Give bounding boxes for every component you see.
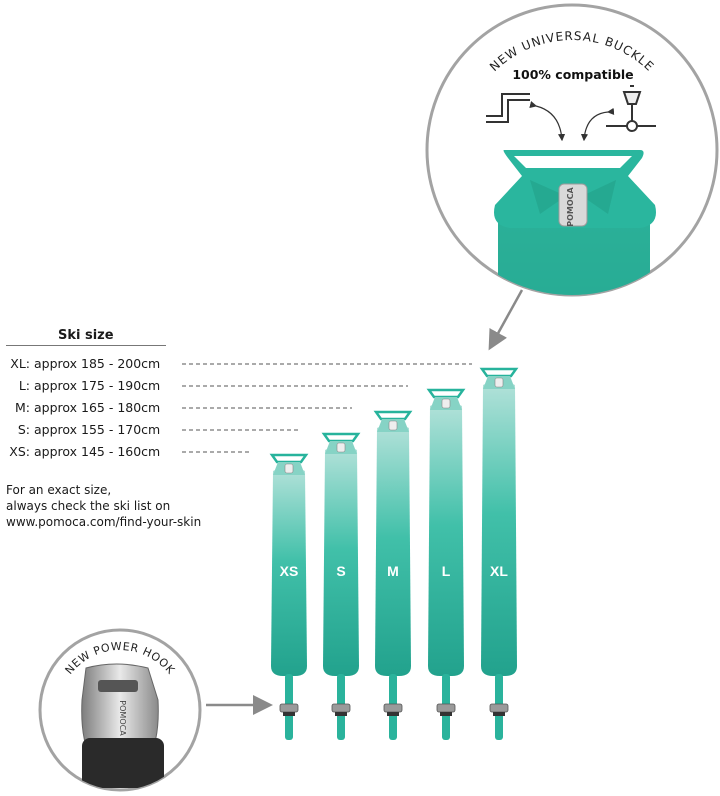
size-leader-lines xyxy=(182,363,472,453)
skin-tail-hook xyxy=(279,703,299,713)
hook-logo-text: POMOCA xyxy=(118,700,127,736)
skin-tip-logo xyxy=(388,420,398,431)
size-code: M: xyxy=(15,400,30,415)
skin-tip-logo xyxy=(284,463,294,474)
size-row-l: L: approx 175 - 190cm xyxy=(4,377,160,395)
note-link[interactable]: www.pomoca.com/find-your-skin xyxy=(6,515,202,529)
buckle-pointer-arrow xyxy=(488,289,524,351)
skin-body xyxy=(271,467,307,676)
compatibility-label: 100% compatible xyxy=(512,67,633,82)
size-code: XL: xyxy=(10,356,30,371)
skin-s: S xyxy=(321,432,361,740)
size-code: XS: xyxy=(9,444,30,459)
skin-tip-buckle xyxy=(269,453,309,464)
size-range: approx 185 - 200cm xyxy=(33,356,161,371)
ski-size-title: Ski size xyxy=(58,328,114,343)
size-row-m: M: approx 165 - 180cm xyxy=(4,399,160,417)
size-row-xs: XS: approx 145 - 160cm xyxy=(4,443,160,461)
buckle-logo-text: POMOCA xyxy=(566,186,575,226)
size-code: L: xyxy=(18,378,30,393)
skin-tip-buckle xyxy=(426,388,466,399)
skin-tail-hook xyxy=(331,703,351,713)
hook-black-strap xyxy=(82,738,164,788)
size-code: S: xyxy=(17,422,30,437)
buckle-logo-badge: POMOCA xyxy=(558,183,588,227)
size-row-xl: XL: approx 185 - 200cm xyxy=(4,355,160,373)
skin-size-label: M xyxy=(387,563,399,579)
skin-tail-hook xyxy=(383,703,403,713)
skin-size-label: S xyxy=(336,563,345,579)
size-row-s: S: approx 155 - 170cm xyxy=(4,421,160,439)
skin-m: M xyxy=(373,410,413,740)
tail-hook-profile-icon xyxy=(606,85,656,132)
skin-tip-logo xyxy=(441,398,451,409)
sizing-note: For an exact size, always check the ski … xyxy=(6,482,201,530)
skin-tail-hook xyxy=(489,703,509,713)
ski-tip-profile-icon xyxy=(486,93,530,123)
skin-l: L xyxy=(426,388,466,740)
skin-body xyxy=(323,446,359,676)
skin-size-label: L xyxy=(442,563,451,579)
buckle-detail-circle: POMOCA NEW UNIVERSAL BUCKLE 100% compati… xyxy=(425,3,719,297)
note-line: always check the ski list on xyxy=(6,499,171,513)
ski-size-rule xyxy=(6,345,166,346)
skin-tip-buckle xyxy=(479,367,519,378)
hook-detail-circle: POMOCA NEW POWER HOOK xyxy=(38,628,202,792)
skin-body xyxy=(481,381,517,676)
skin-tip-buckle xyxy=(321,432,361,443)
size-range: approx 175 - 190cm xyxy=(33,378,161,393)
skin-body xyxy=(428,402,464,676)
skin-xl: XL xyxy=(479,367,519,740)
skins-group: XS S M L XL xyxy=(269,367,519,740)
skin-tip-logo xyxy=(336,442,346,453)
skin-body xyxy=(375,424,411,676)
skin-size-label: XL xyxy=(490,563,508,579)
size-range: approx 155 - 170cm xyxy=(33,422,161,437)
size-range: approx 145 - 160cm xyxy=(33,444,161,459)
skin-tip-buckle xyxy=(373,410,413,421)
size-range: approx 165 - 180cm xyxy=(33,400,161,415)
note-line: For an exact size, xyxy=(6,483,112,497)
skin-xs: XS xyxy=(269,453,309,740)
skin-size-label: XS xyxy=(280,563,299,579)
skin-tip-logo xyxy=(494,377,504,388)
left-curved-arrow xyxy=(529,101,566,142)
skin-tail-hook xyxy=(436,703,456,713)
right-curved-arrow xyxy=(580,107,615,142)
